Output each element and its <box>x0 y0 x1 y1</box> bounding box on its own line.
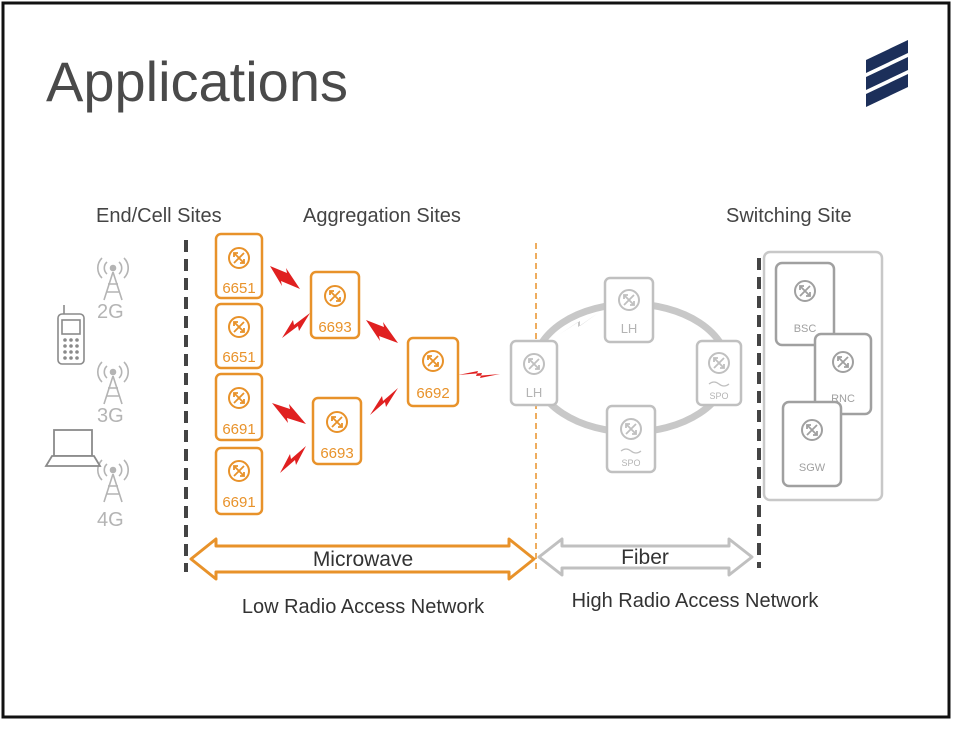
fiber-label: Fiber <box>621 546 669 569</box>
header-aggregation-sites: Aggregation Sites <box>303 205 461 227</box>
microwave-label: Microwave <box>313 548 413 571</box>
fiber-span-arrow <box>537 537 754 577</box>
cell-node-4[interactable]: 6691 <box>214 446 264 516</box>
ring-node-lh-left[interactable]: LH <box>509 339 559 407</box>
ring-node-lh-left-label: LH <box>526 385 543 400</box>
ring-node-lh-top[interactable]: LH <box>603 276 655 344</box>
cell-node-3-label: 6691 <box>222 421 255 438</box>
microwave-links <box>270 266 500 473</box>
antenna-2g-icon <box>97 257 129 301</box>
ring-node-spo-right-label: SPO <box>709 391 728 401</box>
ring-node-spo-bottom[interactable]: SPO <box>605 404 657 474</box>
antenna-3g-label: 3G <box>97 405 124 427</box>
aggregation-node-2-label: 6693 <box>320 445 353 462</box>
header-end-cell-sites: End/Cell Sites <box>96 205 222 227</box>
ring-node-spo-right-wave-icon <box>708 381 730 387</box>
lh-wireless-link <box>560 313 598 334</box>
switching-node-bsc-label: BSC <box>794 323 817 335</box>
antenna-4g-icon <box>97 459 129 503</box>
switching-node-sgw[interactable]: SGW <box>781 400 843 488</box>
switching-node-sgw-label: SGW <box>799 462 826 474</box>
cell-node-4-label: 6691 <box>222 494 255 511</box>
ring-node-spo-right[interactable]: SPO <box>695 339 743 407</box>
page-title: Applications <box>46 50 348 113</box>
antenna-4g-label: 4G <box>97 509 124 531</box>
hub-node-label: 6692 <box>416 385 449 402</box>
cell-node-2-label: 6651 <box>222 349 255 366</box>
switching-node-bsc[interactable]: BSC <box>774 261 836 347</box>
high-ran-label: High Radio Access Network <box>572 590 820 612</box>
mobile-phone-icon <box>57 305 85 365</box>
cell-node-3[interactable]: 6691 <box>214 372 264 442</box>
microwave-span-arrow <box>189 537 536 581</box>
cell-node-2[interactable]: 6651 <box>214 302 264 370</box>
hub-node[interactable]: 6692 <box>406 336 460 408</box>
ring-node-lh-top-label: LH <box>621 321 638 336</box>
ring-node-spo-bottom-label: SPO <box>621 458 640 468</box>
ring-node-spo-bottom-wave-icon <box>620 448 642 454</box>
laptop-icon <box>44 429 102 467</box>
brand-logo <box>866 40 908 107</box>
cell-node-1[interactable]: 6651 <box>214 232 264 300</box>
low-ran-label: Low Radio Access Network <box>242 596 485 618</box>
antenna-2g-label: 2G <box>97 301 124 323</box>
aggregation-node-2[interactable]: 6693 <box>311 396 363 466</box>
header-switching-site: Switching Site <box>726 205 852 227</box>
cell-node-1-label: 6651 <box>222 280 255 297</box>
antenna-3g-icon <box>97 361 129 405</box>
aggregation-node-1[interactable]: 6693 <box>309 270 361 340</box>
aggregation-node-1-label: 6693 <box>318 319 351 336</box>
switching-node-rnc[interactable]: RNC <box>813 332 873 416</box>
